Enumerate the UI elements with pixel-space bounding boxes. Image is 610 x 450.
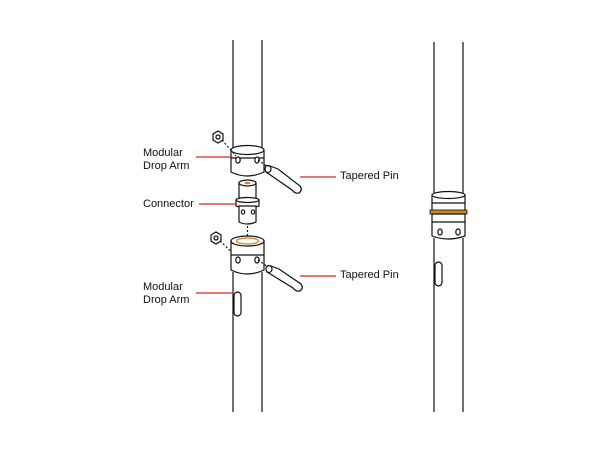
label-modular-drop-arm-top: Modular Drop Arm bbox=[143, 147, 189, 173]
bottom-drop-arm-tube bbox=[232, 272, 263, 412]
assembled-drop-arm bbox=[429, 42, 468, 412]
label-line: Drop Arm bbox=[143, 160, 190, 172]
label-line: Modular bbox=[143, 147, 183, 159]
bottom-hex-nut bbox=[210, 231, 222, 245]
top-tapered-pin bbox=[264, 164, 302, 194]
label-tapered-pin-top: Tapered Pin bbox=[340, 170, 399, 182]
top-hex-nut bbox=[212, 130, 224, 144]
label-tapered-pin-bottom: Tapered Pin bbox=[340, 269, 399, 281]
label-modular-drop-arm-bottom: Modular Drop Arm bbox=[143, 281, 189, 307]
top-drop-arm-collar bbox=[230, 144, 265, 177]
label-connector: Connector bbox=[143, 198, 194, 210]
bottom-tapered-pin bbox=[265, 264, 303, 292]
connector-part bbox=[235, 179, 260, 225]
bottom-drop-arm-collar bbox=[230, 235, 265, 275]
top-nut-dashed-line bbox=[221, 139, 237, 157]
top-drop-arm-tube bbox=[232, 40, 263, 150]
label-line: Modular bbox=[143, 281, 183, 293]
label-line: Drop Arm bbox=[143, 294, 190, 306]
